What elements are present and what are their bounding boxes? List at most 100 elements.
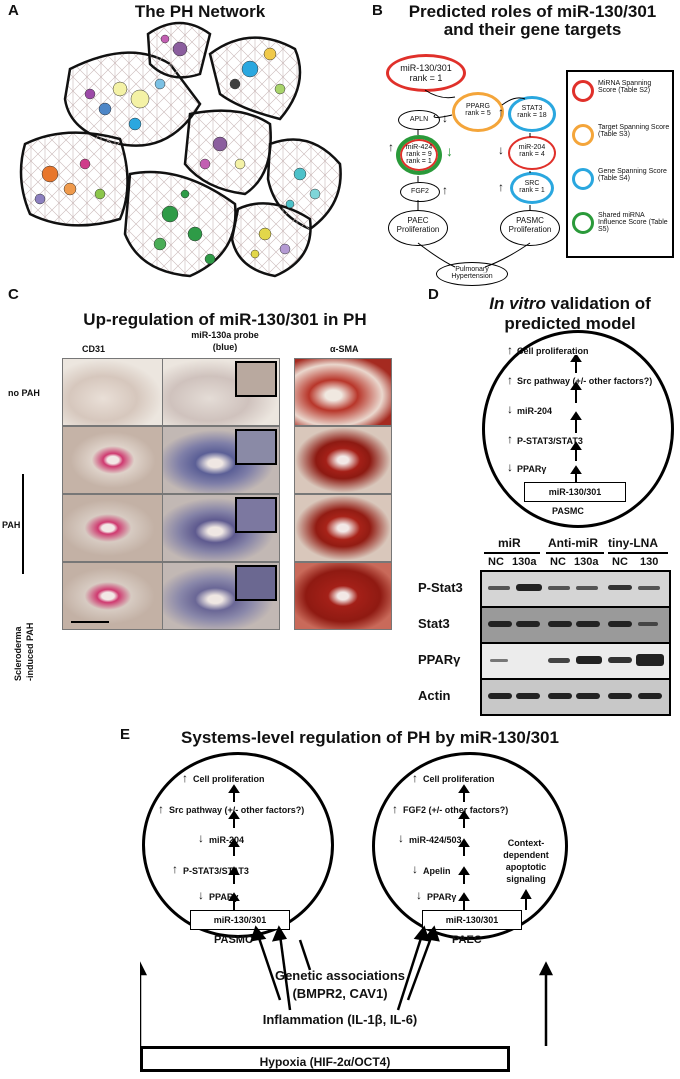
e-right-step-cell-proliferation: Cell proliferation — [423, 774, 495, 784]
node-stat3-label: STAT3 — [521, 105, 543, 112]
wb-blot-pstat3 — [480, 570, 671, 608]
panel-d-letter: D — [428, 286, 439, 303]
node-mir204-label: miR-204 — [518, 144, 546, 151]
legend-text-target: Target Spanning Score (Table S3) — [598, 124, 670, 138]
wb-band — [608, 693, 632, 699]
histology-sclero-mir130 — [162, 562, 280, 630]
col-label-asma: α-SMA — [330, 344, 359, 354]
e-context-arrow — [520, 888, 532, 910]
node-mir424-label: miR-424 — [405, 144, 433, 151]
e-right-mir130-box: miR-130/301 — [422, 910, 522, 930]
ph-network-graph — [19, 21, 342, 278]
paec-circle-e — [372, 752, 568, 940]
node-mir130-rank: rank = 1 — [409, 73, 443, 83]
node-src: SRC rank = 1 — [510, 172, 554, 204]
e-left-step-pstat3: P-STAT3/STAT3 — [183, 866, 249, 876]
legend-text-mirna: MiRNA Spanning Score (Table S2) — [598, 80, 652, 94]
e-right-arrow-3: ↓ — [398, 831, 404, 845]
wb-band — [636, 654, 664, 666]
cluster-outline — [123, 170, 237, 278]
d-step-pparg: PPARγ — [517, 464, 547, 474]
e-left-arrow-3: ↓ — [198, 831, 204, 845]
node-mir424: miR-424 rank = 9 rank = 1 — [396, 135, 442, 175]
panel-b-connectors — [417, 89, 531, 268]
e-left-step-pparg: PPARγ — [209, 892, 239, 902]
node-pasmc: PASMC Proliferation — [500, 210, 560, 246]
wb-band — [608, 657, 632, 663]
node-pparg: PPARG rank = 5 — [452, 92, 504, 132]
wb-band — [548, 621, 572, 627]
panel-d-title-line1: In vitro validation of — [470, 294, 670, 314]
histology-pah1-mir130 — [162, 426, 280, 494]
b-arrow-apln-down: ↓ — [442, 111, 448, 125]
panel-a-letter: A — [8, 2, 19, 19]
histology-nopah-cd31 — [62, 358, 164, 426]
scale-bar — [71, 621, 109, 623]
e-context-line1: Context- — [507, 838, 545, 848]
pasmc-circle-d — [482, 330, 674, 528]
wb-band — [488, 621, 512, 627]
b-arrow-src-up: ↑ — [498, 180, 504, 194]
wb-blot-pparg — [480, 642, 671, 680]
e-inflammation: Inflammation (IL-1β, IL-6) — [262, 1012, 418, 1027]
row-label-scleroderma-line2: -induced PAH — [25, 622, 35, 681]
wb-lane-5: NC — [612, 556, 628, 568]
wb-band — [576, 656, 602, 664]
e-right-arrow-1: ↑ — [412, 771, 418, 785]
e-right-step-pparg: PPARγ — [427, 892, 457, 902]
row-label-scleroderma-line1: Scleroderma — [13, 626, 23, 681]
b-arrow-mir204-down: ↓ — [498, 143, 504, 157]
e-left-mir130-box: miR-130/301 — [190, 910, 290, 930]
wb-band — [548, 658, 570, 663]
node-paec: PAEC Proliferation — [388, 210, 448, 246]
wb-band — [608, 585, 632, 590]
histology-inset — [235, 565, 277, 601]
wb-band — [516, 621, 540, 627]
e-context-line3: apoptotic — [505, 862, 547, 872]
e-left-arrow-1: ↑ — [182, 771, 188, 785]
node-pparg-rank: rank = 5 — [465, 110, 491, 117]
panel-b-title-line1: Predicted roles of miR-130/301 — [408, 2, 657, 21]
wb-band — [576, 693, 600, 699]
wb-lane-4: 130a — [574, 556, 599, 568]
histology-pah2-asma — [294, 494, 392, 562]
wb-label-stat3: Stat3 — [418, 616, 450, 631]
wb-label-pparg: PPARγ — [418, 652, 461, 667]
d-arrow-up-4: ↑ — [507, 432, 513, 446]
node-ph: Pulmonary Hypertension — [436, 262, 508, 286]
histology-pah2-cd31 — [62, 494, 164, 562]
d-step-src: Src pathway (+/- other factors?) — [517, 376, 653, 386]
d-arrow-down-3: ↓ — [507, 402, 513, 416]
row-label-pah: PAH — [2, 520, 21, 530]
panel-c-title: Up-regulation of miR-130/301 in PH — [83, 310, 367, 329]
cluster-outline — [208, 36, 302, 121]
e-left-pasmc-label: PASMC — [214, 934, 253, 946]
e-right-arrow-4: ↓ — [412, 862, 418, 876]
histology-inset — [235, 497, 277, 533]
wb-blot-stat3 — [480, 606, 671, 644]
d-mir130-box: miR-130/301 — [524, 482, 626, 502]
wb-band — [638, 586, 660, 590]
histology-pah2-mir130 — [162, 494, 280, 562]
e-left-step-mir204: miR-204 — [209, 835, 245, 845]
wb-lane-1: NC — [488, 556, 504, 568]
e-left-flow-arrows — [228, 784, 240, 910]
wb-band — [638, 622, 658, 626]
e-right-paec-label: PAEC — [452, 934, 482, 946]
wb-lane-3: NC — [550, 556, 566, 568]
node-stat3-rank: rank = 18 — [517, 112, 547, 119]
wb-lane-6: 130 — [640, 556, 659, 568]
col-label-mir130-line2: (blue) — [212, 342, 238, 352]
wb-band — [576, 586, 598, 590]
node-mir424-rank2: rank = 1 — [406, 158, 432, 165]
wb-band — [548, 693, 572, 699]
legend-text-gene: Gene Spanning Score (Table S4) — [598, 168, 667, 182]
e-context-line4: signaling — [506, 874, 546, 884]
legend-ring-orange — [572, 124, 594, 146]
histology-sclero-asma — [294, 562, 392, 630]
d-step-pstat3: P-STAT3/STAT3 — [517, 436, 583, 446]
d-arrow-down-5: ↓ — [507, 460, 513, 474]
wb-band — [548, 586, 570, 590]
col-label-mir130-line1: miR-130a probe — [191, 330, 259, 340]
d-step-cell-proliferation: Cell proliferation — [517, 346, 589, 356]
